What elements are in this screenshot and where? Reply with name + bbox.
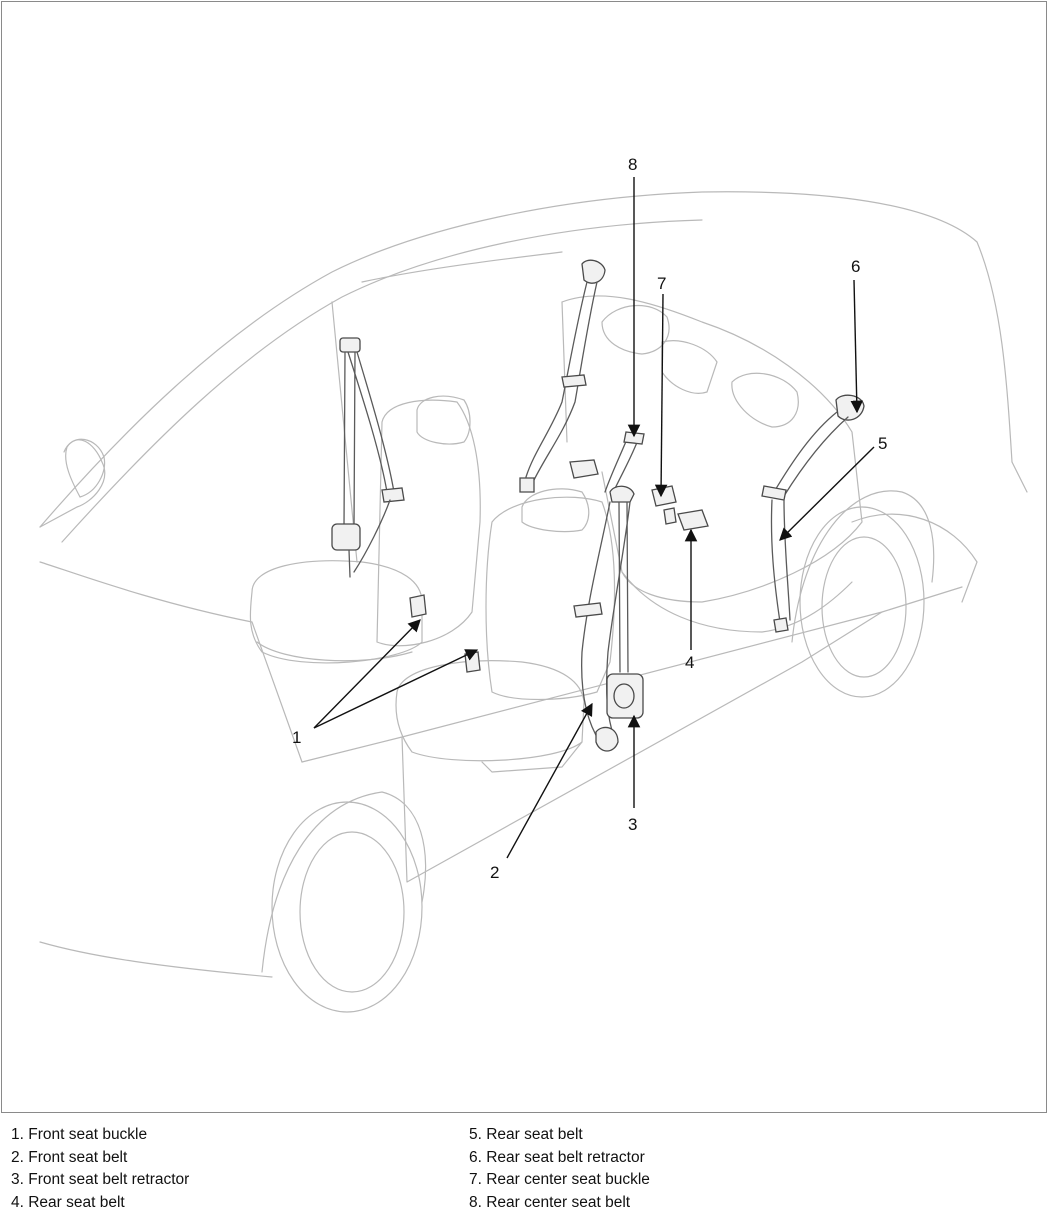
rear-seat bbox=[562, 296, 862, 632]
callout-2: 2 bbox=[490, 863, 499, 882]
callout-1: 1 bbox=[292, 728, 301, 747]
legend-item-4: 4. Rear seat belt bbox=[11, 1192, 189, 1214]
parts-legend: 1. Front seat buckle 2. Front seat belt … bbox=[0, 1124, 1050, 1213]
legend-item-5: 5. Rear seat belt bbox=[469, 1124, 650, 1147]
legend-item-7: 7. Rear center seat buckle bbox=[469, 1169, 650, 1192]
rear-right-seat-belt bbox=[762, 395, 864, 632]
callout-5: 5 bbox=[878, 434, 887, 453]
seat-belt-diagram: 1 2 3 4 5 6 7 8 bbox=[2, 2, 1048, 1114]
front-seat-buckles bbox=[410, 595, 480, 672]
front-seat-left bbox=[250, 396, 480, 663]
legend-item-6: 6. Rear seat belt retractor bbox=[469, 1147, 650, 1170]
car-outline bbox=[40, 192, 1027, 1012]
rear-center-seat-belt bbox=[570, 432, 644, 495]
callout-4: 4 bbox=[685, 653, 694, 672]
diagram-frame: 1 2 3 4 5 6 7 8 bbox=[1, 1, 1047, 1113]
legend-column-left: 1. Front seat buckle 2. Front seat belt … bbox=[11, 1124, 189, 1214]
left-front-seat-belt bbox=[332, 338, 404, 577]
callout-7: 7 bbox=[657, 274, 666, 293]
legend-item-3: 3. Front seat belt retractor bbox=[11, 1169, 189, 1192]
legend-item-8: 8. Rear center seat belt bbox=[469, 1192, 650, 1214]
callout-3: 3 bbox=[628, 815, 637, 834]
callout-8: 8 bbox=[628, 155, 637, 174]
legend-item-2: 2. Front seat belt bbox=[11, 1147, 189, 1170]
rear-left-seat-belt bbox=[520, 260, 605, 492]
legend-column-right: 5. Rear seat belt 6. Rear seat belt retr… bbox=[469, 1124, 650, 1214]
callout-6: 6 bbox=[851, 257, 860, 276]
legend-item-1: 1. Front seat buckle bbox=[11, 1124, 189, 1147]
